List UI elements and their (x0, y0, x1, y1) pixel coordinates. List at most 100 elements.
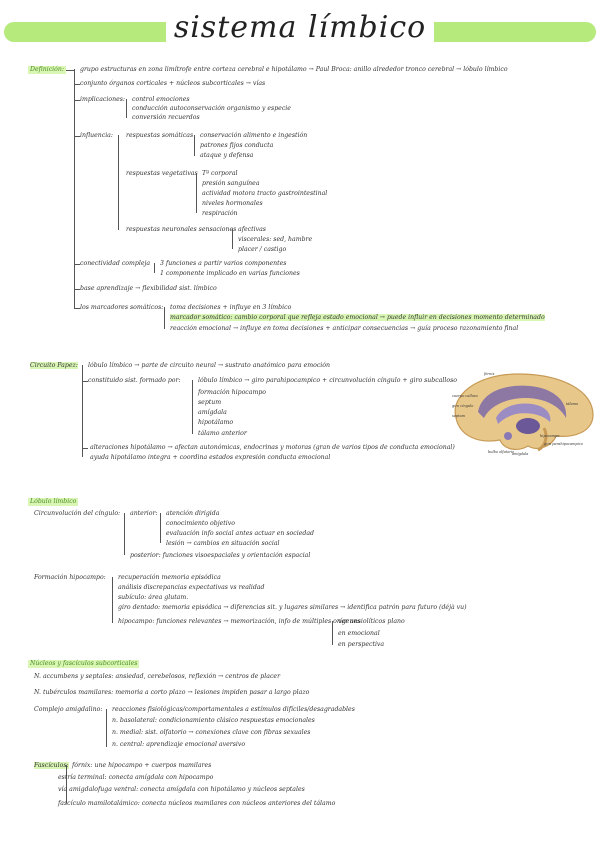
hipo-item: en emocional (338, 630, 380, 638)
somat-item: ataque y defensa (200, 152, 253, 160)
marcador-item: marcador somático: cambio corporal que r… (170, 314, 545, 322)
veget-item: Tª corporal (202, 170, 238, 178)
constit-item: formación hipocampo (198, 389, 266, 397)
papez-hyp-2: ayuda hipotálamo integra + coordina esta… (90, 454, 330, 462)
somat-item: patrones fijos conducta (200, 142, 273, 150)
constit-item: hipotálamo (198, 419, 233, 427)
brain-label: amígdala (512, 450, 528, 458)
somat-item: conservación alimento e ingestión (200, 132, 307, 140)
connector (232, 229, 233, 249)
connector (82, 365, 83, 457)
papez-hyp-1: alteraciones hipotálamo → afectan autonó… (90, 444, 455, 452)
anterior-label: anterior: (130, 510, 158, 518)
cingulo-label: Circunvolución del cíngulo: (34, 510, 120, 518)
constituido-label: constituido sist. formado por: (88, 377, 181, 385)
fasciculos-label-text: Fascículos: (34, 762, 69, 769)
complejidad-label: conectividad compleja (80, 260, 150, 268)
marcador-item: toma decisiones + influye en 3 límbico (170, 304, 291, 312)
amig-item: n. medial: sist. olfatorio → conexiones … (112, 729, 310, 737)
posterior-line: posterior: funciones visoespaciales y or… (130, 552, 310, 560)
hip-item: análisis discrepancias expectativas vs r… (118, 584, 264, 592)
implic-item: conversión recuerdos (132, 114, 200, 122)
connector (126, 99, 127, 118)
brain-label: tálamo (566, 400, 578, 408)
amig-item: n. basolateral: condicionamiento clásico… (112, 717, 315, 725)
brain-label: bulbo olfatorio (488, 448, 514, 456)
brain-label: fórnix (484, 370, 494, 378)
marcadores-label: los marcadores somáticos: (80, 304, 163, 312)
def-line-2: conjunto órganos corticales + núcleos su… (80, 80, 265, 88)
complex-item: 1 componente implicado en varias funcion… (160, 270, 300, 278)
veget-item: respiración (202, 210, 238, 218)
implic-item: conducción autoconservación organismo y … (132, 105, 291, 113)
connector (160, 513, 161, 543)
veget-item: presión sanguínea (202, 180, 260, 188)
section-lobulo-label: Lóbulo límbico (28, 498, 78, 506)
page-title: sistema límbico (0, 10, 600, 45)
amig-item: n. central: aprendizaje emocional aversi… (112, 741, 245, 749)
implic-item: control emociones (132, 96, 190, 104)
connector (66, 70, 74, 71)
section-papez-label: Circuito Papez: (30, 362, 78, 370)
ant-item: evaluación info social antes actuar en s… (166, 530, 314, 538)
brain-label: giro parahipocampico (544, 440, 583, 448)
somaticas-label: respuestas somáticas (126, 132, 193, 140)
connector (164, 307, 165, 329)
connector (112, 577, 113, 623)
connector (196, 173, 197, 213)
section-nucleos-label: Núcleos y fascículos subcorticales (28, 660, 139, 668)
marcador-item-text: marcador somático: cambio corporal que r… (170, 314, 545, 321)
neuronales-label: respuestas neuronales sensaciones (126, 226, 236, 234)
connector (74, 69, 75, 309)
memoria-line: base aprendizaje → flexibilidad sist. lí… (80, 285, 217, 293)
influencia-label: influencia: (80, 132, 113, 140)
hip-item: subículo: área glutam. (118, 594, 188, 602)
hip-item: recuperación memoria episódica (118, 574, 221, 582)
fasc-item: fórnix: une hipocampo + cuerpos mamilare… (72, 762, 211, 770)
papez-label-text: Circuito Papez: (30, 362, 78, 369)
brain-label: giro cíngulo (452, 402, 473, 410)
hipo-item: ver ansiolíticos plano (338, 618, 405, 626)
connector (66, 765, 67, 803)
amigdalino-label: Complejo amigdalino: (34, 706, 102, 714)
nucleos-line-1: N. accumbens y septales: ansiedad, cereb… (34, 673, 280, 681)
marcador-item: reacción emocional → influye en toma dec… (170, 325, 518, 333)
connector (118, 135, 119, 230)
connector (194, 135, 195, 156)
fasc-item: fascículo mamilotalámico: conecta núcleo… (58, 800, 335, 808)
neuro-item: placer / castigo (238, 246, 286, 254)
section-definicion-label: Definición: (28, 66, 66, 74)
implicaciones-label: implicaciones: (80, 96, 125, 104)
fasc-item: vía amigdalofuga ventral: conecta amígda… (58, 786, 305, 794)
hipo-item: en perspectiva (338, 641, 384, 649)
hipocampo-line: hipocampo: funciones relevantes → memori… (118, 618, 360, 626)
brain-label: septum (452, 412, 465, 420)
ant-item: atención dirigida (166, 510, 219, 518)
brain-label: hipocampo (540, 432, 559, 440)
brain-label: cuerpo calloso (452, 392, 478, 400)
vegetativas-label: respuestas vegetativas (126, 170, 198, 178)
constit-item: amígdala (198, 409, 227, 417)
neuro-item: afectivas (238, 226, 266, 234)
amig-item: reacciones fisiológicas/comportamentales… (112, 706, 355, 714)
complex-item: 3 funciones a partir varios componentes (160, 260, 286, 268)
ant-item: lesión → cambios en situación social (166, 540, 280, 548)
connector (154, 263, 155, 273)
constit-item: lóbulo límbico → giro parahipocampico + … (198, 377, 457, 385)
brain-illustration: fórnix cuerpo calloso giro cíngulo septu… (448, 366, 598, 458)
constit-item: septum (198, 399, 221, 407)
veget-item: actividad motora tracto gastrointestinal (202, 190, 327, 198)
ant-item: conocimiento objetivo (166, 520, 235, 528)
papez-line-1: lóbulo límbico → parte de circuito neura… (88, 362, 330, 370)
connector (82, 448, 88, 449)
hip-item: giro dentado: memoria episódica → difere… (118, 604, 467, 612)
hipocampo-formacion-label: Formación hipocampo: (34, 574, 106, 582)
nucleos-line-2: N. tubérculos mamilares: memoria a corto… (34, 689, 309, 697)
connector (124, 513, 125, 555)
def-line-1: grupo estructuras en zona limítrofe entr… (80, 66, 508, 74)
fasc-item: estría terminal: conecta amígdala con hi… (58, 774, 213, 782)
neuro-item: viscerales: sed, hambre (238, 236, 312, 244)
connector (332, 621, 333, 645)
connector (106, 709, 107, 747)
section-fasciculos-label: Fascículos: (34, 762, 69, 770)
